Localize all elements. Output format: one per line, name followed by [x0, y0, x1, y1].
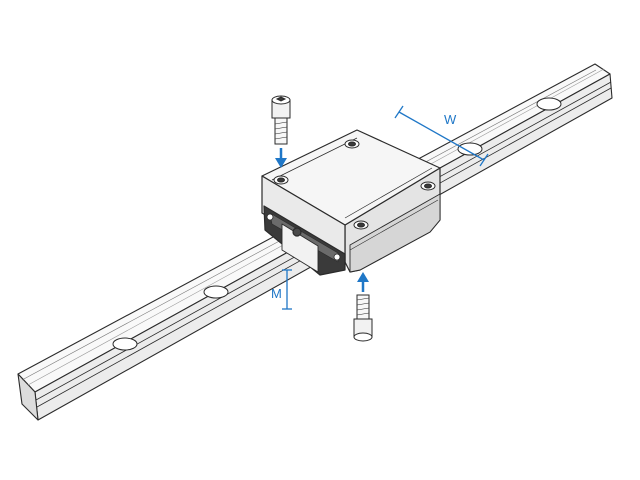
bottom-bolt-arrow — [357, 272, 369, 292]
carriage-hole-4 — [353, 220, 369, 230]
grease-nipple — [292, 227, 302, 237]
rail-end-face — [17, 373, 39, 421]
rail-hole-3 — [457, 142, 483, 156]
height-label: M — [271, 286, 282, 301]
width-tick-end — [479, 153, 489, 167]
rail-hole-2 — [203, 285, 229, 299]
bottom-mounting-bolt — [353, 294, 373, 342]
width-tick-start — [394, 105, 404, 119]
carriage-hole-1 — [273, 175, 289, 185]
top-bolt-arrow — [275, 148, 287, 168]
rail-hole-4 — [536, 97, 562, 111]
width-dimension-line — [398, 111, 485, 161]
rail-holes — [112, 97, 562, 351]
height-dimension — [282, 269, 292, 310]
rail-hole-1 — [112, 337, 138, 351]
top-mounting-bolt — [271, 95, 291, 145]
carriage-hole-2 — [344, 139, 360, 149]
carriage-hole-3 — [420, 181, 436, 191]
width-dimension — [394, 105, 489, 167]
width-label: W — [444, 112, 457, 127]
carriage-holes — [273, 139, 436, 230]
carriage-block — [261, 129, 441, 276]
